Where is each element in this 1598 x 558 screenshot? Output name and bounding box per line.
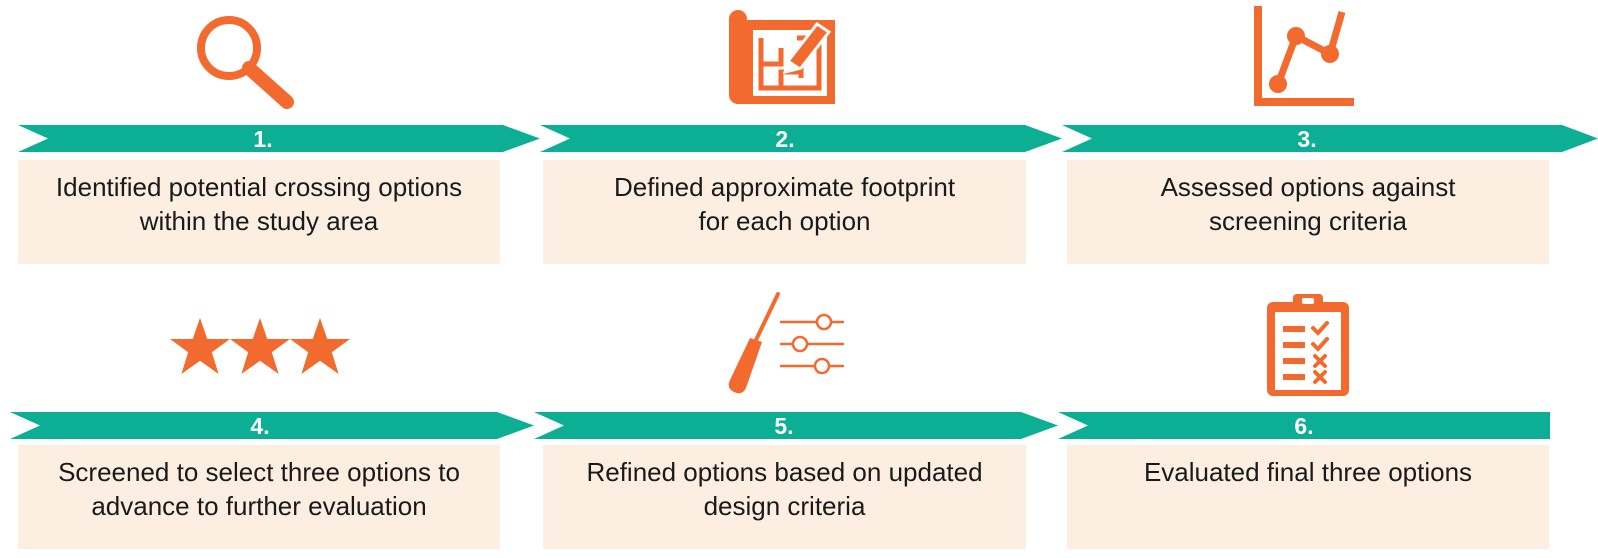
- step-2-line-1: Defined approximate footprint: [613, 172, 956, 202]
- step-5-number: 5.: [774, 413, 794, 439]
- step-3-line-1: Assessed options against: [1160, 172, 1456, 202]
- step-2-description: Defined approximate footprint for each o…: [543, 160, 1026, 264]
- line-chart-icon: [1254, 6, 1354, 106]
- step-6-number: 6.: [1294, 413, 1314, 439]
- step-4-number: 4.: [250, 413, 270, 439]
- step-4-line-2: advance to further evaluation: [91, 491, 427, 521]
- step-1-line-1: Identified potential crossing options: [55, 172, 463, 202]
- step-3-arrow: 3.: [1062, 125, 1598, 152]
- step-5-line-2: design criteria: [703, 491, 866, 521]
- step-6-arrow: 6.: [1058, 412, 1550, 439]
- step-5-description: Refined options based on updated design …: [543, 445, 1026, 549]
- step-3-line-2: screening criteria: [1209, 206, 1407, 236]
- step-3-number: 3.: [1297, 126, 1317, 152]
- step-4-description: Screened to select three options to adva…: [18, 445, 500, 549]
- step-1-line-2: within the study area: [139, 206, 379, 236]
- step-6-description: Evaluated final three options: [1067, 445, 1549, 549]
- three-stars-icon: [170, 318, 350, 374]
- step-1-number: 1.: [253, 126, 273, 152]
- step-2-number: 2.: [775, 126, 795, 152]
- step-1-arrow: 1.: [18, 125, 540, 152]
- step-5-line-1: Refined options based on updated: [586, 457, 983, 487]
- step-5-arrow: 5.: [534, 412, 1058, 439]
- step-4-arrow: 4.: [10, 412, 534, 439]
- step-4-line-1: Screened to select three options to: [58, 457, 460, 487]
- step-2-arrow: 2.: [540, 125, 1062, 152]
- blueprint-pencil-icon: [729, 10, 835, 104]
- magnifying-glass-icon: [197, 16, 294, 109]
- step-1-description: Identified potential crossing options wi…: [18, 160, 500, 264]
- step-3-description: Assessed options against screening crite…: [1067, 160, 1549, 264]
- step-6-line-1: Evaluated final three options: [1143, 457, 1473, 487]
- step-2-line-2: for each option: [698, 206, 871, 236]
- clipboard-checklist-icon: [1267, 294, 1349, 396]
- screwdriver-sliders-icon: [728, 292, 844, 394]
